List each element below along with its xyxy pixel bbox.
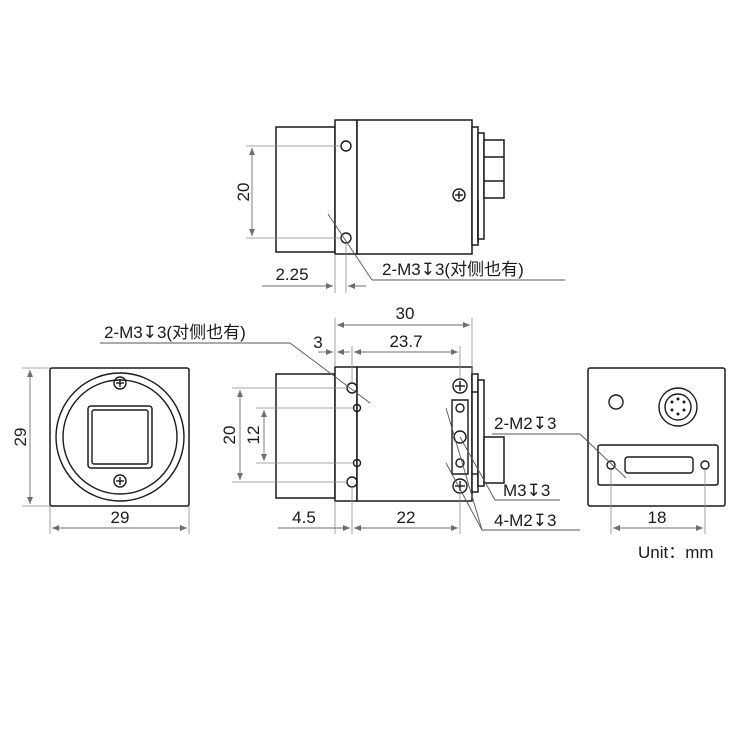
screw-icon bbox=[452, 188, 466, 202]
small-hole-icon bbox=[352, 458, 362, 468]
units-label: Unit：mm bbox=[638, 543, 714, 562]
dimension-label: 30 bbox=[396, 304, 415, 323]
small-hole-icon bbox=[700, 460, 710, 470]
dimension-label: 4.5 bbox=[292, 508, 316, 527]
dimension-label: 18 bbox=[648, 508, 667, 527]
screw-icon bbox=[113, 474, 127, 488]
dimension-label: 23.7 bbox=[389, 332, 422, 351]
dimension-label: 29 bbox=[11, 428, 30, 447]
dimension-label: 29 bbox=[111, 508, 130, 527]
dimension-label: 22 bbox=[397, 508, 416, 527]
side-view: 30 3 23.7 2-M3↧3(对侧也有) 20 12 4.5 22 M3 bbox=[100, 304, 580, 534]
small-hole-icon bbox=[352, 403, 362, 413]
thread-callout: 2-M2↧3 bbox=[494, 414, 556, 433]
led-icon bbox=[608, 394, 624, 410]
hole-callout: 2-M3↧3(对侧也有) bbox=[104, 323, 246, 342]
dimension-label: 3 bbox=[313, 333, 322, 352]
top-view: 20 2.25 2-M3↧3(对侧也有) bbox=[234, 119, 565, 293]
rear-view: 2-M2↧3 18 bbox=[492, 367, 726, 534]
small-hole-icon bbox=[455, 403, 465, 413]
dimension-label: 12 bbox=[244, 426, 263, 445]
thread-callout: M3↧3 bbox=[503, 481, 550, 500]
usb-connector-icon bbox=[597, 444, 719, 486]
thread-callout: 4-M2↧3 bbox=[494, 511, 556, 530]
hole-icon bbox=[453, 430, 467, 444]
hole-callout: 2-M3↧3(对侧也有) bbox=[382, 260, 524, 279]
connector-pins bbox=[670, 397, 686, 416]
dimension-label: 20 bbox=[220, 426, 239, 445]
dimension-label: 20 bbox=[234, 183, 253, 202]
power-connector-icon bbox=[658, 387, 698, 427]
dimension-label: 2.25 bbox=[275, 265, 308, 284]
screw-icon bbox=[113, 376, 127, 390]
front-view: 29 29 bbox=[11, 367, 190, 534]
small-hole-icon bbox=[606, 460, 616, 470]
small-hole-icon bbox=[455, 458, 465, 468]
